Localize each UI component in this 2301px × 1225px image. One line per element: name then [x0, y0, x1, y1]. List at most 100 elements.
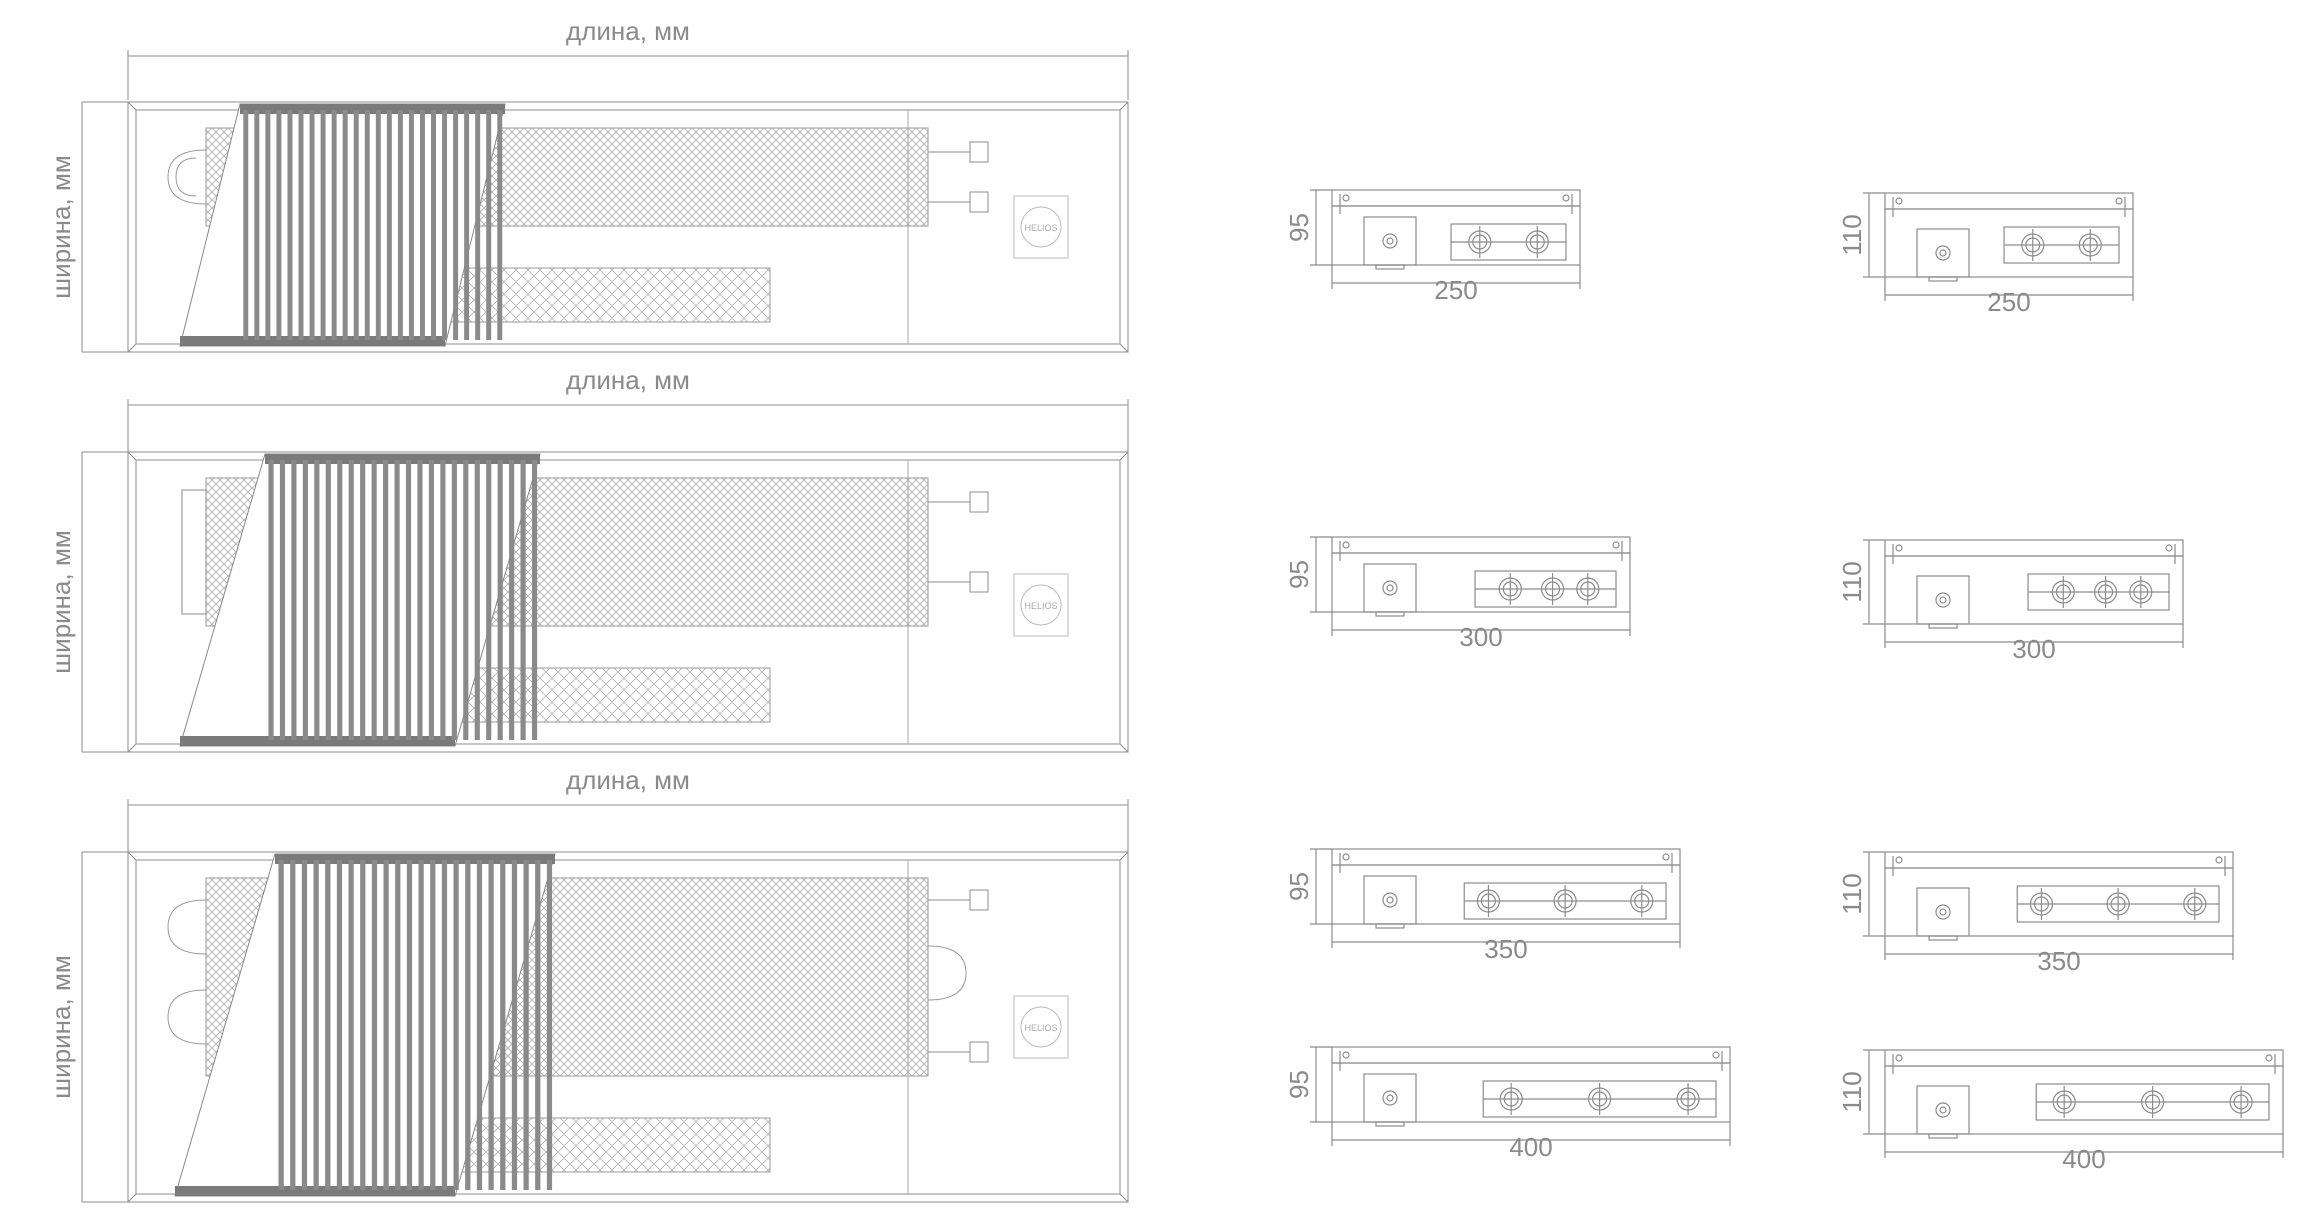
screw-hole: [1342, 1051, 1350, 1059]
section-view-2: 250 110: [1837, 192, 2134, 317]
logo-text: HELIOS: [1024, 601, 1057, 611]
fan-hub: [1382, 892, 1398, 908]
grille-frame-top: [275, 854, 555, 864]
section-height-label: 95: [1284, 213, 1314, 242]
grille-bar: [453, 110, 459, 340]
fan-foot: [1928, 623, 1958, 629]
plan-grille-1: [180, 104, 505, 346]
section-width-label: 350: [2037, 946, 2080, 976]
screw-hole: [1895, 856, 1903, 864]
grille-bar: [336, 860, 343, 1190]
grille-bar: [463, 460, 469, 740]
grille-bar: [287, 110, 293, 340]
section-height-label: 95: [1284, 872, 1314, 901]
grille-bar: [509, 460, 515, 740]
section-height-label: 95: [1284, 1070, 1314, 1099]
plan-view-2: HELIOS: [81, 399, 1129, 753]
fan-hub-inner: [1939, 1106, 1947, 1114]
grille-bar: [298, 110, 304, 340]
width-label-1: ширина, мм: [46, 155, 76, 298]
grille-bar: [428, 460, 435, 740]
section-body: [1884, 555, 2184, 625]
grille-bar: [442, 110, 448, 340]
grille-bar: [465, 860, 471, 1190]
grille-bar: [325, 460, 331, 740]
section-body: [1331, 552, 1631, 613]
grille-bar: [302, 460, 308, 740]
width-label-3: ширина, мм: [46, 955, 76, 1098]
length-label-1: длина, мм: [566, 16, 690, 46]
fan-box: [1363, 563, 1417, 613]
grille-bar: [475, 110, 481, 340]
section-views: 2509525011030095300110350953501104009540…: [1284, 189, 2284, 1174]
top-flange: [1331, 189, 1581, 207]
grille-bar: [337, 460, 343, 740]
grille-bar: [417, 460, 423, 740]
fan-hub: [1935, 245, 1951, 261]
grille-bar: [364, 110, 370, 340]
grille-frame-top: [265, 454, 540, 464]
fan-box: [1363, 875, 1417, 925]
grille-bar: [383, 460, 389, 740]
grille-bar: [488, 860, 494, 1190]
grille-bar: [430, 860, 436, 1190]
section-body: [1331, 1062, 1731, 1123]
fan-box: [1916, 887, 1970, 937]
grille-bar: [276, 110, 282, 340]
top-flange: [1884, 851, 2234, 869]
section-width-label: 250: [1987, 287, 2030, 317]
grille-bar: [291, 460, 297, 740]
grille-bar: [301, 860, 308, 1190]
screw-hole: [2265, 1054, 2273, 1062]
screw-hole: [1342, 541, 1350, 549]
grille-bar: [418, 860, 424, 1190]
grille-frame-bottom: [180, 336, 445, 346]
fan-foot: [1928, 276, 1958, 282]
section-body: [1884, 1065, 2284, 1135]
grille-bar: [511, 860, 518, 1190]
fan-box: [1363, 216, 1417, 266]
grille-bar: [353, 110, 359, 340]
fan-hub-inner: [1386, 896, 1394, 904]
top-flange: [1884, 1049, 2284, 1067]
grille-bar: [474, 460, 480, 740]
fan-foot: [1928, 1133, 1958, 1139]
grille-bar: [314, 460, 320, 740]
section-width-label: 350: [1484, 934, 1527, 964]
grille-bar: [371, 860, 378, 1190]
top-flange: [1884, 539, 2184, 557]
grille-bar: [348, 860, 354, 1190]
length-label-3: длина, мм: [566, 765, 690, 795]
grille-bar: [342, 110, 348, 340]
grille-bar: [451, 460, 457, 740]
grille-bar: [254, 110, 260, 340]
grille-frame-bottom: [180, 736, 455, 746]
top-flange: [1331, 1046, 1731, 1064]
screw-hole: [2215, 856, 2223, 864]
grille-bar: [309, 110, 315, 340]
grille-bar: [546, 860, 553, 1190]
grille-bar: [406, 860, 413, 1190]
grille-bar: [325, 860, 331, 1190]
screw-hole: [2115, 197, 2123, 205]
grille-bar: [386, 110, 392, 340]
plan-grille-3: [175, 854, 555, 1196]
grille-bar: [405, 460, 412, 740]
screw-hole: [1342, 194, 1350, 202]
fan-hub-inner: [1386, 237, 1394, 245]
grille-bar: [441, 860, 448, 1190]
grille-bar: [523, 860, 529, 1190]
grille-bar: [497, 110, 503, 340]
section-body: [1884, 208, 2134, 278]
section-height-label: 110: [1837, 1071, 1867, 1112]
fan-hub: [1382, 580, 1398, 596]
plan-view-1: HELIOS: [81, 50, 1129, 353]
fan-hub-inner: [1386, 1094, 1394, 1102]
screw-hole: [1895, 197, 1903, 205]
section-height-label: 110: [1837, 561, 1867, 602]
section-height-label: 110: [1837, 214, 1867, 255]
fan-box: [1916, 228, 1970, 278]
fan-hub: [1382, 1090, 1398, 1106]
